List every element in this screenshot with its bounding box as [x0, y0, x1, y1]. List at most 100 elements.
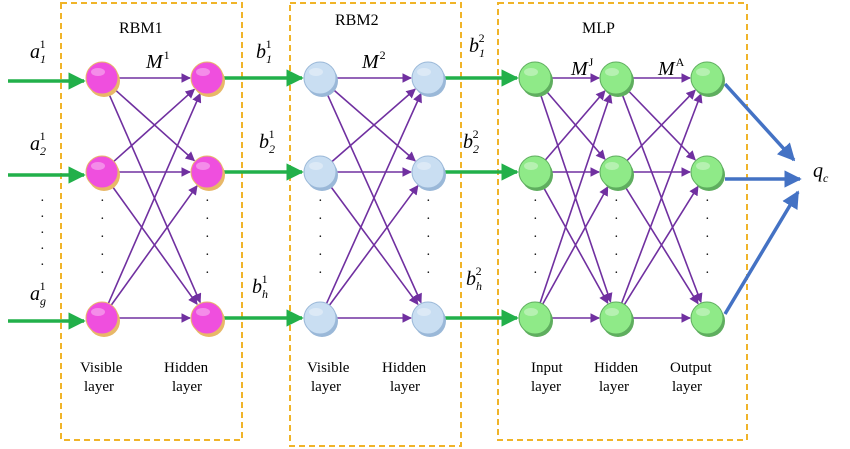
node-rbm2-visible-1 — [303, 61, 338, 97]
ellipsis-dot: · — [426, 194, 431, 209]
weight-edge — [331, 88, 416, 163]
circle-node-icon — [411, 61, 445, 95]
ellipsis-dot: · — [100, 212, 105, 227]
ellipsis-dot: · — [40, 194, 45, 209]
circle-node-icon — [85, 155, 119, 189]
circle-node-icon — [518, 61, 552, 95]
node-rbm2-hidden-1 — [411, 61, 446, 97]
circle-node-icon — [599, 61, 633, 95]
layer-label-line: Visible — [307, 360, 350, 376]
rbm1-output-label-3: bh1 — [252, 272, 268, 301]
layer-label-line: layer — [599, 379, 629, 395]
node-highlight — [91, 162, 105, 170]
ellipsis-dot: · — [533, 194, 538, 209]
node-rbm1-visible-3 — [85, 301, 120, 337]
weight-edge — [328, 184, 419, 306]
math-subscript: 2 — [473, 142, 479, 156]
math-superscript: A — [676, 55, 685, 69]
math-subscript: 1 — [40, 52, 46, 66]
node-highlight — [91, 308, 105, 316]
weight-label-mlp-j: MJ — [570, 55, 594, 80]
node-highlight — [524, 162, 538, 170]
ellipsis-dot: · — [100, 266, 105, 281]
ellipsis-dot: · — [426, 212, 431, 227]
node-mlp-hidden-1 — [599, 61, 634, 97]
node-rbm2-visible-2 — [303, 155, 338, 191]
circle-node-icon — [518, 301, 552, 335]
node-rbm1-visible-1 — [85, 61, 120, 97]
math-subscript: 1 — [266, 52, 272, 66]
layer-label-line: Output — [670, 360, 713, 376]
weight-edge — [107, 92, 202, 304]
node-highlight — [524, 308, 538, 316]
layer-label-line: layer — [84, 379, 114, 395]
ellipsis-dot: · — [205, 230, 210, 245]
ellipsis-dot: · — [318, 212, 323, 227]
ellipsis-dot: · — [318, 248, 323, 263]
circle-node-icon — [411, 155, 445, 189]
rbm2-output-label-3: bh2 — [466, 264, 482, 293]
ellipsis-dot: · — [100, 194, 105, 209]
layer-label-rbm1-visible: Visible layer — [80, 360, 123, 395]
layer-label-line: layer — [531, 379, 561, 395]
layer-label-line: layer — [390, 379, 420, 395]
circle-node-icon — [690, 301, 724, 335]
ellipsis-dot: · — [614, 266, 619, 281]
node-mlp-input-1 — [518, 61, 553, 97]
layer-label-mlp-hidden: Hidden layer — [594, 360, 639, 395]
weight-edge — [539, 93, 613, 304]
ellipsis-dot: · — [533, 230, 538, 245]
circle-node-icon — [411, 301, 445, 335]
math-superscript: 1 — [40, 279, 46, 293]
weight-edge — [325, 92, 422, 304]
node-mlp-output-1 — [690, 61, 725, 97]
layer-label-mlp-output: Output layer — [670, 360, 713, 395]
output-label: qc — [813, 160, 829, 185]
math-superscript: J — [589, 55, 594, 69]
edges-layer — [8, 69, 802, 330]
node-highlight — [605, 68, 619, 76]
layer-label-mlp-input: Input layer — [531, 360, 563, 395]
nodes-layer: ········································ — [40, 61, 725, 337]
node-mlp-hidden-2 — [599, 155, 634, 191]
node-highlight — [196, 162, 210, 170]
node-rbm2-hidden-2 — [411, 155, 446, 191]
math-superscript: 1 — [262, 272, 268, 286]
weight-edge — [626, 89, 696, 162]
node-highlight — [309, 68, 323, 76]
circle-node-icon — [303, 155, 337, 189]
weight-edge — [623, 185, 699, 305]
node-highlight — [696, 68, 710, 76]
ellipsis-dot: · — [533, 248, 538, 263]
node-rbm1-visible-2 — [85, 155, 120, 191]
layer-label-line: layer — [311, 379, 341, 395]
layer-label-line: Input — [531, 360, 563, 376]
node-highlight — [417, 162, 431, 170]
circle-node-icon — [190, 155, 224, 189]
ellipsis-dot: · — [705, 266, 710, 281]
input-label-2: a21 — [30, 129, 46, 158]
rbm2-box — [289, 2, 462, 447]
layer-label-rbm2-hidden: Hidden layer — [382, 360, 427, 395]
input-label-1: a11 — [30, 37, 46, 66]
ellipsis-dot: · — [533, 212, 538, 227]
circle-node-icon — [599, 155, 633, 189]
math-superscript: 1 — [40, 37, 46, 51]
node-rbm1-hidden-3 — [190, 301, 225, 337]
layer-label-line: layer — [672, 379, 702, 395]
ellipsis-dot: · — [426, 248, 431, 263]
input-label-3: ag1 — [30, 279, 46, 308]
ellipsis-dot: · — [426, 230, 431, 245]
node-highlight — [309, 162, 323, 170]
node-highlight — [417, 308, 431, 316]
output-arrow — [723, 190, 800, 315]
rbm1-title: RBM1 — [119, 20, 163, 37]
node-mlp-output-2 — [690, 155, 725, 191]
node-highlight — [696, 308, 710, 316]
rbm1-output-label-1: b11 — [256, 37, 272, 66]
weight-edge — [620, 92, 703, 304]
math-superscript: 1 — [40, 129, 46, 143]
ellipsis-dot: · — [614, 248, 619, 263]
layer-label-line: Visible — [80, 360, 123, 376]
ellipsis-dot: · — [40, 258, 45, 273]
